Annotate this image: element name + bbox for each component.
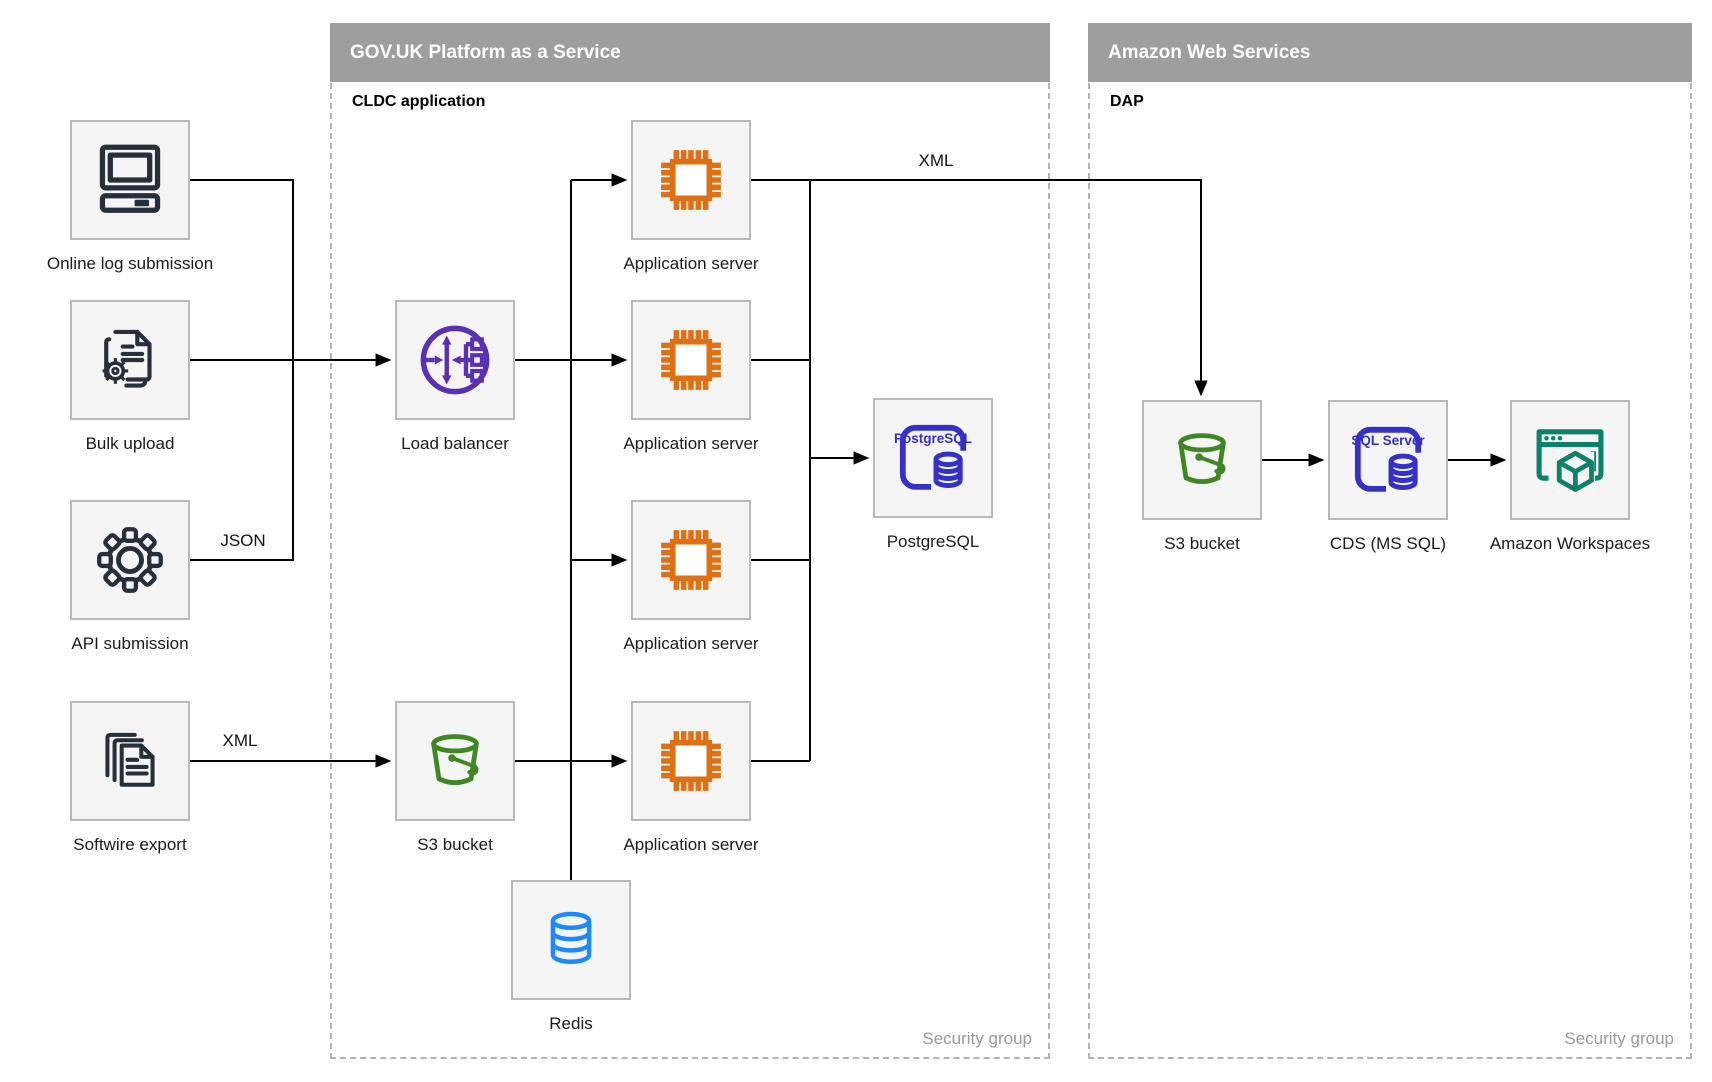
redis-database-icon — [550, 911, 592, 964]
chip-icon — [661, 731, 721, 791]
zone-aws-sublabel: DAP — [1110, 93, 1144, 110]
node-cds-mssql: SQL Server CDS (MS SQL) — [1328, 400, 1448, 553]
node-s3-bucket-paas: S3 bucket — [395, 701, 515, 854]
node-box — [631, 701, 751, 821]
node-softwire-export: Softwire export — [70, 701, 190, 854]
node-label: API submission — [71, 634, 189, 653]
node-bulk-upload: Bulk upload — [70, 300, 190, 453]
connector-xml-to-aws-s3 — [751, 179, 1208, 397]
node-box — [395, 300, 515, 420]
node-label: Load balancer — [401, 434, 509, 453]
gear-icon — [97, 527, 163, 593]
zone-govuk-sublabel: CLDC application — [352, 93, 486, 110]
bucket-icon — [1178, 433, 1226, 485]
node-box — [511, 880, 631, 1000]
node-application-server-4: Application server — [623, 701, 759, 854]
node-label: S3 bucket — [417, 835, 493, 854]
node-box — [631, 300, 751, 420]
edge-label-json: JSON — [220, 531, 266, 550]
bucket-icon — [431, 734, 479, 786]
chip-icon — [661, 530, 721, 590]
connector-online-api-junction — [190, 179, 294, 561]
node-api-submission: API submission — [70, 500, 190, 653]
chip-icon — [661, 150, 721, 210]
node-amazon-workspaces: Amazon Workspaces — [1490, 400, 1650, 553]
node-box — [1510, 400, 1630, 520]
zone-aws-header: Amazon Web Services — [1088, 23, 1692, 82]
workspaces-icon — [1536, 429, 1604, 493]
edge-label-xml-export: XML — [222, 731, 258, 750]
edge-label-xml-transfer: XML — [918, 151, 954, 170]
node-label: Online log submission — [46, 254, 214, 273]
node-label: Application server — [623, 254, 759, 273]
node-label: PostgreSQL — [886, 532, 980, 551]
node-s3-bucket-dap: S3 bucket — [1142, 400, 1262, 553]
node-application-server-3: Application server — [623, 500, 759, 653]
postgresql-icon — [899, 424, 967, 491]
node-box — [1142, 400, 1262, 520]
node-label: CDS (MS SQL) — [1329, 534, 1447, 553]
node-box — [70, 500, 190, 620]
node-box — [631, 120, 751, 240]
chip-icon — [661, 330, 721, 390]
node-postgresql: PostgreSQL PostgreSQL — [873, 398, 993, 551]
node-box — [70, 300, 190, 420]
documents-stack-icon — [105, 732, 155, 787]
node-label: Application server — [623, 634, 759, 653]
node-online-log-submission: Online log submission — [47, 120, 213, 273]
node-label: Bulk upload — [85, 434, 175, 453]
zone-govuk-header: GOV.UK Platform as a Service — [330, 23, 1050, 82]
node-label: S3 bucket — [1164, 534, 1240, 553]
node-application-server-1: Application server — [623, 120, 759, 273]
node-box — [395, 701, 515, 821]
load-balancer-icon — [420, 325, 490, 395]
zone-aws-security-label: Security group — [1564, 1029, 1674, 1048]
computer-icon — [99, 144, 161, 213]
zone-aws: Amazon Web Services DAP Security group — [1088, 23, 1692, 1059]
node-box: SQL Server — [1328, 400, 1448, 520]
node-application-server-2: Application server — [623, 300, 759, 453]
node-load-balancer: Load balancer — [395, 300, 515, 453]
postgresql-badge-text: PostgreSQL — [893, 431, 973, 446]
node-redis: Redis — [511, 880, 631, 1033]
node-label: Amazon Workspaces — [1489, 534, 1651, 553]
sqlserver-icon — [1354, 426, 1422, 493]
zone-govuk-security-label: Security group — [922, 1029, 1032, 1048]
node-box — [631, 500, 751, 620]
node-label: Application server — [623, 835, 759, 854]
sqlserver-badge-text: SQL Server — [1351, 433, 1425, 448]
node-box — [70, 701, 190, 821]
node-label: Application server — [623, 434, 759, 453]
document-gear-icon — [102, 329, 152, 388]
node-label: Softwire export — [73, 835, 187, 854]
node-box — [70, 120, 190, 240]
node-label: Redis — [549, 1014, 593, 1033]
node-box: PostgreSQL — [873, 398, 993, 518]
